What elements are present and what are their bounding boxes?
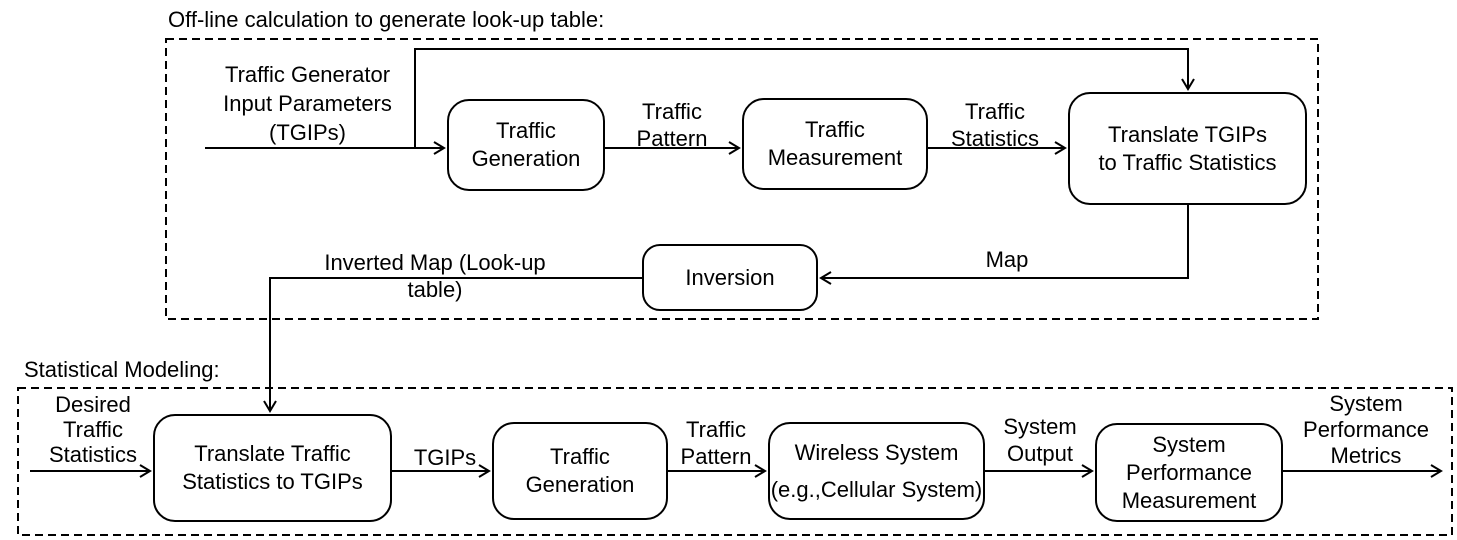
label-system-output: System Output	[1003, 414, 1077, 466]
node-inversion: Inversion	[642, 244, 818, 311]
label-traffic-pattern-bottom: Traffic Pattern	[680, 417, 752, 469]
statistical-section-title: Statistical Modeling:	[24, 357, 220, 382]
node-traffic-generation-top: Traffic Generation	[447, 99, 605, 191]
node-translate-tgips-to-traffic-statistics: Translate TGIPs to Traffic Statistics	[1068, 92, 1307, 205]
node-system-performance-measurement: System Performance Measurement	[1095, 423, 1283, 522]
label-tgips: TGIPs	[413, 445, 477, 470]
label-inverted-map: Inverted Map (Look-up table)	[324, 250, 546, 302]
node-traffic-measurement: Traffic Measurement	[742, 98, 928, 190]
label-tgip-input: Traffic Generator Input Parameters (TGIP…	[223, 62, 392, 145]
label-map: Map	[985, 247, 1029, 272]
label-desired-traffic-statistics: Desired Traffic Statistics	[48, 392, 138, 467]
label-system-performance-metrics: System Performance Metrics	[1303, 391, 1429, 468]
label-traffic-pattern-top: Traffic Pattern	[636, 99, 708, 151]
node-wireless-system: Wireless System (e.g.,Cellular System)	[768, 422, 985, 520]
label-traffic-statistics: Traffic Statistics	[950, 99, 1040, 151]
node-traffic-generation-bottom: Traffic Generation	[492, 422, 668, 520]
offline-section-title: Off-line calculation to generate look-up…	[168, 7, 605, 32]
node-translate-traffic-statistics-to-tgips: Translate Traffic Statistics to TGIPs	[153, 414, 392, 522]
